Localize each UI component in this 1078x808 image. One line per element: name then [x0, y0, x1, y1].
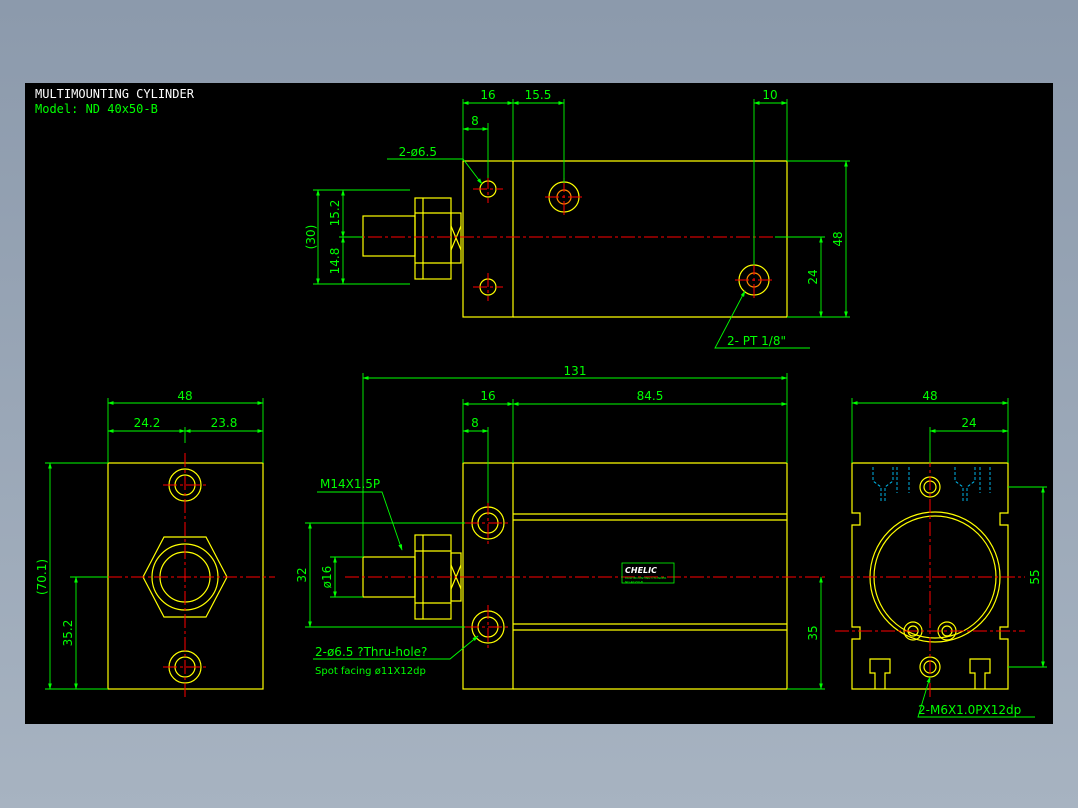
right-taps-label: 2-M6X1.0PX12dp: [918, 703, 1021, 717]
top-dim-24: 24: [806, 269, 820, 284]
front-dim-32: 32: [295, 567, 309, 582]
left-dim-48: 48: [177, 389, 192, 403]
front-view: CHELIC MULTIMOUNTING CYLINDER ND 40x50-B: [295, 364, 825, 690]
front-view-centerlines: [345, 501, 825, 649]
left-dim-24-2: 24.2: [134, 416, 161, 430]
front-holes-label-1: 2-ø6.5 ?Thru-hole?: [315, 645, 427, 659]
model-label: Model: ND 40x50-B: [35, 102, 158, 116]
top-dim-15-2: 15.2: [328, 200, 342, 227]
front-dim-dia16: ø16: [320, 566, 334, 589]
drawing-svg: 16 15.5 8 10 2-ø6.5 (30) 15.2 14.8 48 24…: [35, 88, 1047, 718]
name-plate: CHELIC MULTIMOUNTING CYLINDER ND 40x50-B: [621, 562, 675, 584]
right-view-centerlines: [835, 453, 1025, 699]
right-dim-24: 24: [961, 416, 976, 430]
front-dim-84-5: 84.5: [637, 389, 664, 403]
top-holes-label: 2-ø6.5: [399, 145, 437, 159]
plate-line2: ND 40x50-B: [625, 580, 643, 584]
front-thread-label: M14X1.5P: [320, 477, 380, 491]
front-dim-131: 131: [564, 364, 587, 378]
title-block: MULTIMOUNTING CYLINDER Model: ND 40x50-B: [35, 87, 194, 117]
front-view-dimension-lines: [305, 373, 825, 690]
top-dim-14-8: 14.8: [328, 248, 342, 275]
top-view-outline: [362, 160, 788, 318]
front-dim-8: 8: [471, 416, 479, 430]
left-dim-23-8: 23.8: [211, 416, 238, 430]
front-dim-16: 16: [480, 389, 495, 403]
front-holes-label-2: Spot facing ø11X12dp: [315, 666, 426, 677]
top-ports-label: 2- PT 1/8": [727, 334, 786, 348]
left-view-centerlines: [85, 453, 275, 699]
right-view-hidden-lines: [872, 467, 991, 503]
plate-line1: MULTIMOUNTING CYLINDER: [625, 576, 666, 580]
top-view-dimension-lines: [313, 99, 850, 349]
front-dim-35: 35: [806, 625, 820, 640]
cad-drawing-canvas: MULTIMOUNTING CYLINDER Model: ND 40x50-B: [25, 83, 1053, 724]
right-view-dimension-lines: [851, 398, 1047, 718]
top-view-centerlines: [345, 175, 825, 301]
right-dim-48: 48: [922, 389, 937, 403]
top-dim-15-5: 15.5: [525, 88, 552, 102]
plate-brand: CHELIC: [625, 566, 657, 575]
right-view: 48 24 55 2-M6X1.0PX12dp: [835, 389, 1047, 718]
top-dim-48: 48: [831, 231, 845, 246]
left-view: 48 24.2 23.8 (70.1) 35.2: [35, 389, 275, 699]
top-dim-30: (30): [304, 225, 318, 250]
drawing-title: MULTIMOUNTING CYLINDER: [35, 87, 194, 101]
left-dim-35-2: 35.2: [61, 620, 75, 647]
top-view: 16 15.5 8 10 2-ø6.5 (30) 15.2 14.8 48 24…: [304, 88, 850, 349]
left-view-dimension-lines: [45, 398, 264, 690]
right-dim-55: 55: [1028, 569, 1042, 584]
top-dim-8: 8: [471, 114, 479, 128]
top-dim-16: 16: [480, 88, 495, 102]
top-dim-10: 10: [762, 88, 777, 102]
left-dim-70-1: (70.1): [35, 559, 49, 595]
